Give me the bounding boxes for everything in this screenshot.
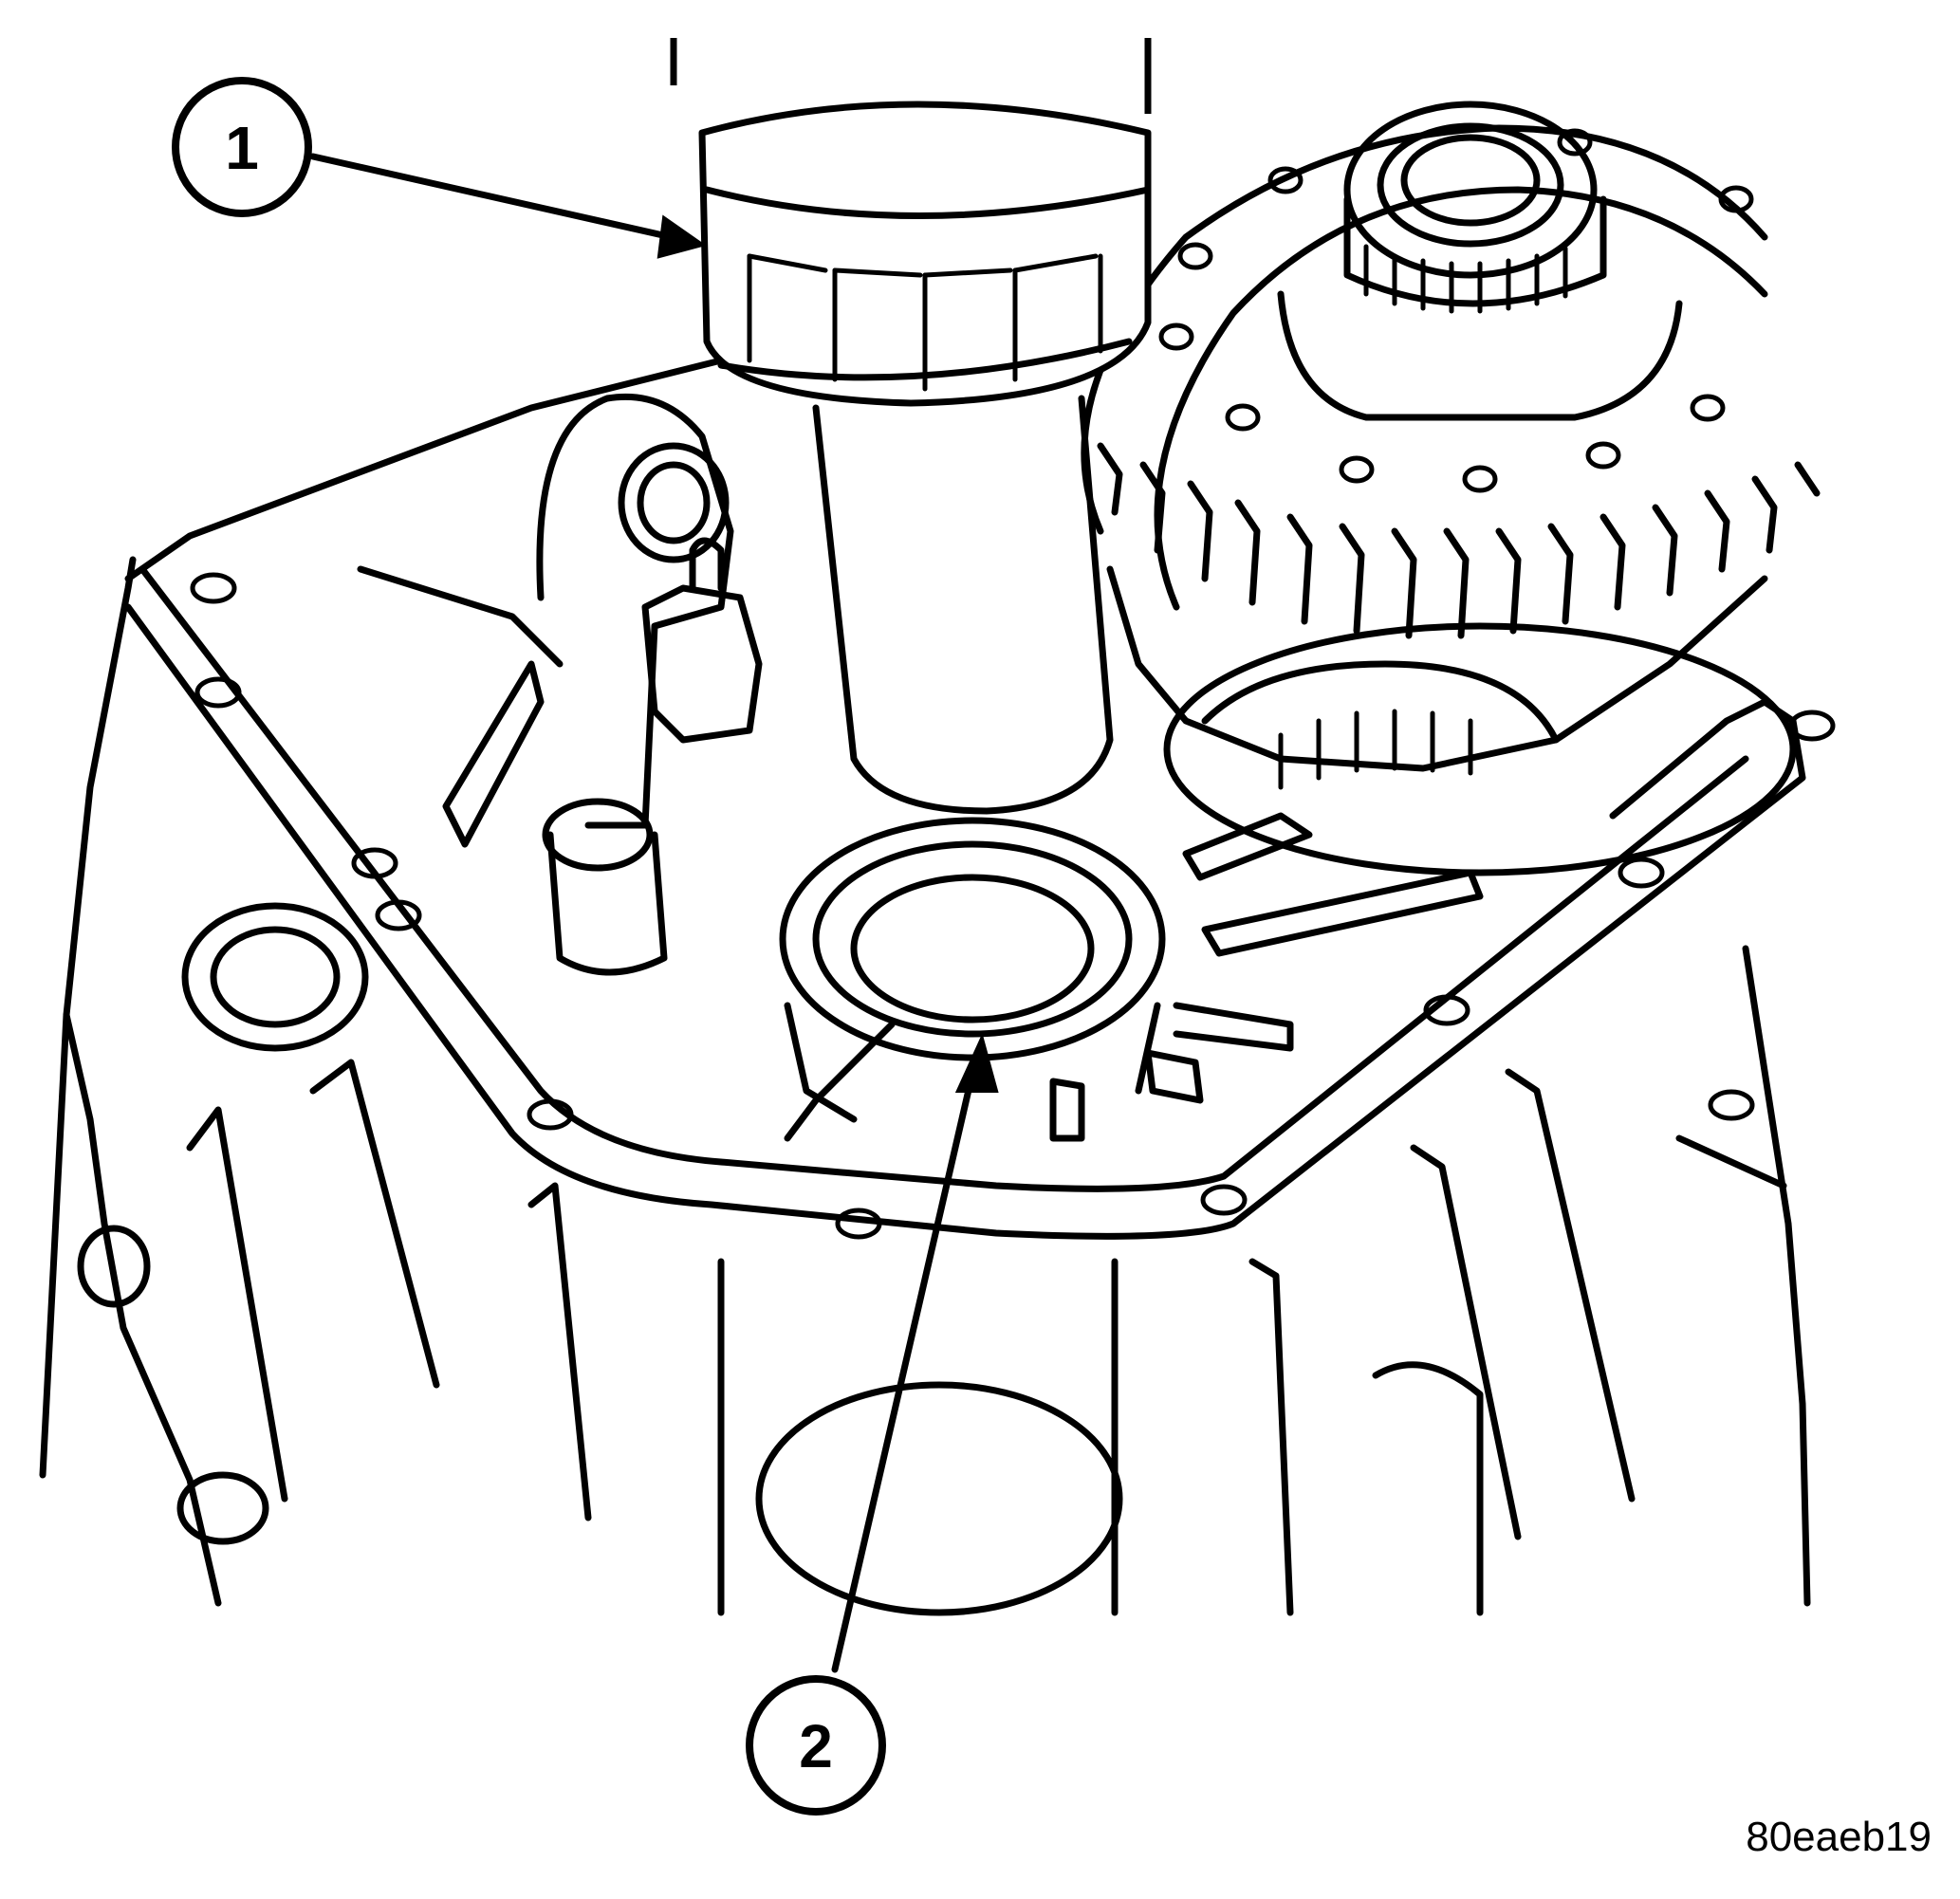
callout-2-label: 2 [799,1712,833,1780]
callout-1-label: 1 [225,114,259,182]
case-ribs [186,1059,1636,1616]
installer-tool [670,38,1152,815]
ring-gear-bolt-holes [1158,128,1754,493]
callout-2: 2 [746,1675,886,1816]
figure-id-label: 80eaeb19 [1746,1814,1932,1860]
differential-ring-gear [1081,101,1821,772]
leader-lines [309,153,999,1673]
transmission-case [39,357,1836,1616]
output-bearing [1163,622,1797,876]
flange-bolt-holes [190,572,1836,1240]
shift-components [357,393,896,1142]
callout-1: 1 [172,77,312,217]
axle-seal-bore [779,812,1484,1142]
